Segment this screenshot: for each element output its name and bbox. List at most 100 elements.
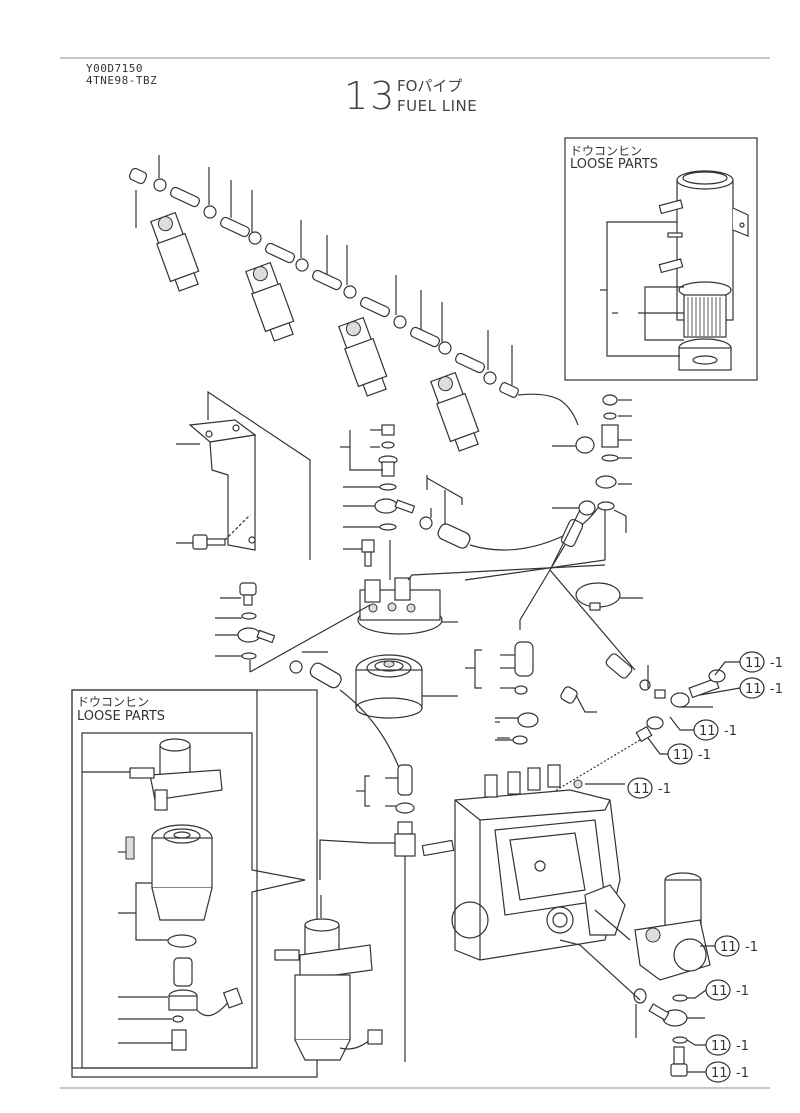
callout-11-1[interactable]: 11 -1 [705,1034,749,1056]
eye-joint [517,712,539,728]
return-hose[interactable] [219,216,250,238]
fuel-injector-nozzle[interactable] [244,261,298,343]
callout-11-1[interactable]: 11 -1 [705,1061,749,1083]
hose-clip[interactable] [438,341,452,355]
gasket-washer[interactable] [241,652,257,660]
eye-joint[interactable] [633,988,688,1077]
eye-joint[interactable] [237,627,276,644]
gasket-washer [672,994,688,1002]
feed-line-joints [464,394,726,801]
fuel-injector-nozzle[interactable] [429,371,483,453]
joint-bolt[interactable] [239,582,257,606]
water-sensor[interactable] [173,957,193,987]
feed-pump[interactable] [594,872,711,981]
callout-suffix: -1 [736,984,749,999]
hose-clip[interactable] [248,231,262,245]
gasket-washer [597,501,615,511]
rubber-hose[interactable] [394,764,416,857]
return-pipe[interactable] [359,296,390,318]
section-title-japanese: FOパイプ [397,77,463,95]
return-hose[interactable] [409,326,440,348]
gasket-washer[interactable] [241,612,257,620]
loose-parts-frame [71,689,318,1078]
hose-clip[interactable] [419,516,433,530]
callout-suffix: -1 [736,1066,749,1081]
o-ring[interactable] [167,934,197,948]
callout-ref: 11 [711,984,728,999]
fuel-filter-assembly[interactable] [658,170,749,371]
hose-band[interactable] [575,582,621,611]
joint-bolt-stack[interactable] [361,424,416,567]
return-pipe[interactable] [454,352,485,374]
joint-bolt[interactable] [381,424,395,436]
callout-suffix: -1 [724,724,737,739]
callout-suffix: -1 [770,656,783,671]
water-sensor[interactable] [125,836,135,860]
hose-clip[interactable] [153,178,167,192]
callout-11-1[interactable]: 11 -1 [693,719,737,741]
doc-code: Y00D7150 [86,62,143,75]
callout-ref: 11 [745,656,762,671]
joint-bolt [673,1046,685,1065]
fuel-injector-nozzle[interactable] [337,316,391,398]
callout-11-1[interactable]: 11 -1 [627,777,671,799]
hose-clip [575,436,595,454]
hose-clip[interactable] [295,258,309,272]
section-title: FUEL LINE [397,97,478,115]
callout-11-1[interactable]: 11 -1 [714,935,758,957]
joint-bolt[interactable] [361,539,375,553]
hose-clip [633,988,647,1004]
fuel-injection-pump[interactable] [421,764,626,961]
callout-11-1[interactable]: 11 -1 [667,743,711,765]
return-pipe-segments[interactable] [128,167,579,426]
loose-parts-box-top: ドウコンヒン LOOSE PARTS [564,137,758,381]
gasket-washer[interactable] [381,441,395,449]
hose-clip[interactable] [343,285,357,299]
eye-joint[interactable] [560,394,619,548]
callout-suffix: -1 [770,682,783,697]
flange-bolt[interactable] [192,534,226,550]
hose-clip[interactable] [483,371,497,385]
fuel-injector-nozzle[interactable] [149,211,203,293]
callout-11-1[interactable]: 11 -1 [739,651,783,673]
loose-parts-label-jp: ドウコンヒン [570,144,642,158]
gasket-washer[interactable] [379,523,397,531]
return-hose[interactable] [311,269,342,291]
callout-suffix: -1 [658,782,671,797]
hose-clip[interactable] [203,205,217,219]
gasket-washer [672,1036,688,1044]
rubber-hose[interactable] [419,516,472,550]
return-pipe[interactable] [169,186,200,208]
o-ring[interactable] [172,1015,184,1023]
water-separator-assembly[interactable] [274,918,383,1061]
rubber-hose[interactable] [289,660,343,690]
sensor-connector[interactable] [222,987,244,1009]
fuel-filter-element[interactable] [355,654,423,719]
document-header: Y00D7150 4TNE98-TBZ [86,63,157,87]
water-separator-head[interactable] [129,738,223,811]
callout-ref: 11 [720,940,737,955]
callout-ref: 11 [711,1039,728,1054]
callout-ref: 11 [699,724,716,739]
eye-joint[interactable] [374,498,398,514]
fuel-feed-pipe[interactable] [539,652,726,801]
callout-11-1[interactable]: 11 -1 [705,979,749,1001]
joint-bolt [560,686,578,704]
gasket-washer[interactable] [379,483,397,491]
hose-clip[interactable] [289,660,303,674]
hose-clip[interactable] [393,315,407,329]
model-code: 4TNE98-TBZ [86,74,158,87]
drain-plug[interactable] [171,1029,187,1051]
fuel-filter-element[interactable] [151,824,213,921]
callout-11-1[interactable]: 11 -1 [739,677,783,699]
return-hose[interactable] [499,382,520,399]
loose-parts-inner-frame [81,732,306,1069]
filter-head[interactable] [357,577,443,635]
callout-suffix: -1 [698,748,711,763]
callout-ref: 11 [633,782,650,797]
rubber-hose[interactable] [512,641,579,745]
filter-mounting-bracket[interactable] [188,419,257,551]
return-pipe[interactable] [264,242,295,264]
pipe-cap[interactable] [128,167,148,185]
